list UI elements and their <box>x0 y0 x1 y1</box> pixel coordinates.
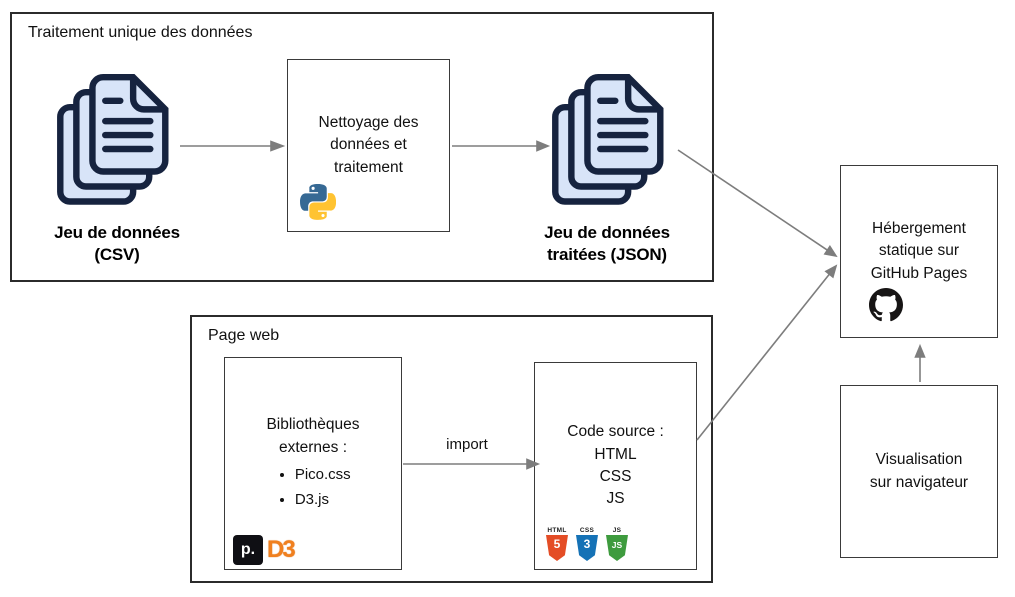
source-code-title: Code source : <box>567 423 664 441</box>
libraries-box: Bibliothèques externes : Pico.css D3.js … <box>224 357 402 570</box>
csv-stack-label-line1: Jeu de données <box>54 223 180 242</box>
python-icon <box>300 184 337 225</box>
processing-group-box: Traitement unique des données Jeu de don… <box>10 12 714 282</box>
library-logos: p. D3 <box>233 535 296 565</box>
pico-logo-icon: p. <box>233 535 263 565</box>
json-documents-icon <box>552 74 670 214</box>
css3-badge-icon: CSS 3 <box>575 527 599 561</box>
source-line-js: JS <box>606 490 625 508</box>
json-stack-label: Jeu de données traitées (JSON) <box>517 222 697 266</box>
csv-stack-label-line2: (CSV) <box>94 244 140 264</box>
import-arrow-label: import <box>446 436 488 453</box>
arrowhead-source-to-hosting <box>824 264 838 279</box>
js-shield-letter: JS <box>606 535 628 561</box>
csv-documents-icon <box>57 74 175 214</box>
arrow-source-to-hosting <box>696 272 831 441</box>
json-stack-label-line2: traitées (JSON) <box>547 244 667 264</box>
cleaning-box: Nettoyage des données et traitement <box>287 59 450 232</box>
arrowhead-json-to-hosting <box>823 245 838 258</box>
d3-logo-icon: D3 <box>267 536 296 563</box>
js-badge-icon: JS JS <box>605 527 629 561</box>
cleaning-box-label: Nettoyage des données et traitement <box>318 113 419 176</box>
source-badges: HTML 5 CSS 3 JS JS <box>545 527 629 561</box>
github-icon <box>869 288 903 327</box>
html5-badge-icon: HTML 5 <box>545 527 569 561</box>
css3-shield-letter: 3 <box>576 535 598 561</box>
webpage-group-box: Page web Bibliothèques externes : Pico.c… <box>190 315 713 583</box>
library-item-pico: Pico.css <box>295 463 351 488</box>
processing-group-title: Traitement unique des données <box>28 24 253 41</box>
json-stack-label-line1: Jeu de données <box>544 223 670 242</box>
source-line-html: HTML <box>594 445 637 463</box>
hosting-label: Hébergement statique sur GitHub Pages <box>870 219 968 282</box>
libraries-title: Bibliothèques externes : <box>266 416 360 456</box>
csv-stack-label: Jeu de données (CSV) <box>27 222 207 266</box>
html5-shield-letter: 5 <box>546 535 568 561</box>
viewer-label: Visualisation sur navigateur <box>869 451 969 491</box>
libraries-list: Pico.css D3.js <box>275 463 351 513</box>
html5-badge-label: HTML <box>547 527 567 534</box>
js-badge-label: JS <box>612 527 622 534</box>
webpage-group-title: Page web <box>208 327 280 344</box>
viewer-box: Visualisation sur navigateur <box>840 385 998 558</box>
hosting-box: Hébergement statique sur GitHub Pages <box>840 165 998 338</box>
source-line-css: CSS <box>599 468 632 485</box>
library-item-d3: D3.js <box>295 488 351 513</box>
css3-badge-label: CSS <box>579 527 595 534</box>
source-code-box: Code source : HTML CSS JS HTML 5 CSS 3 J… <box>534 362 697 570</box>
